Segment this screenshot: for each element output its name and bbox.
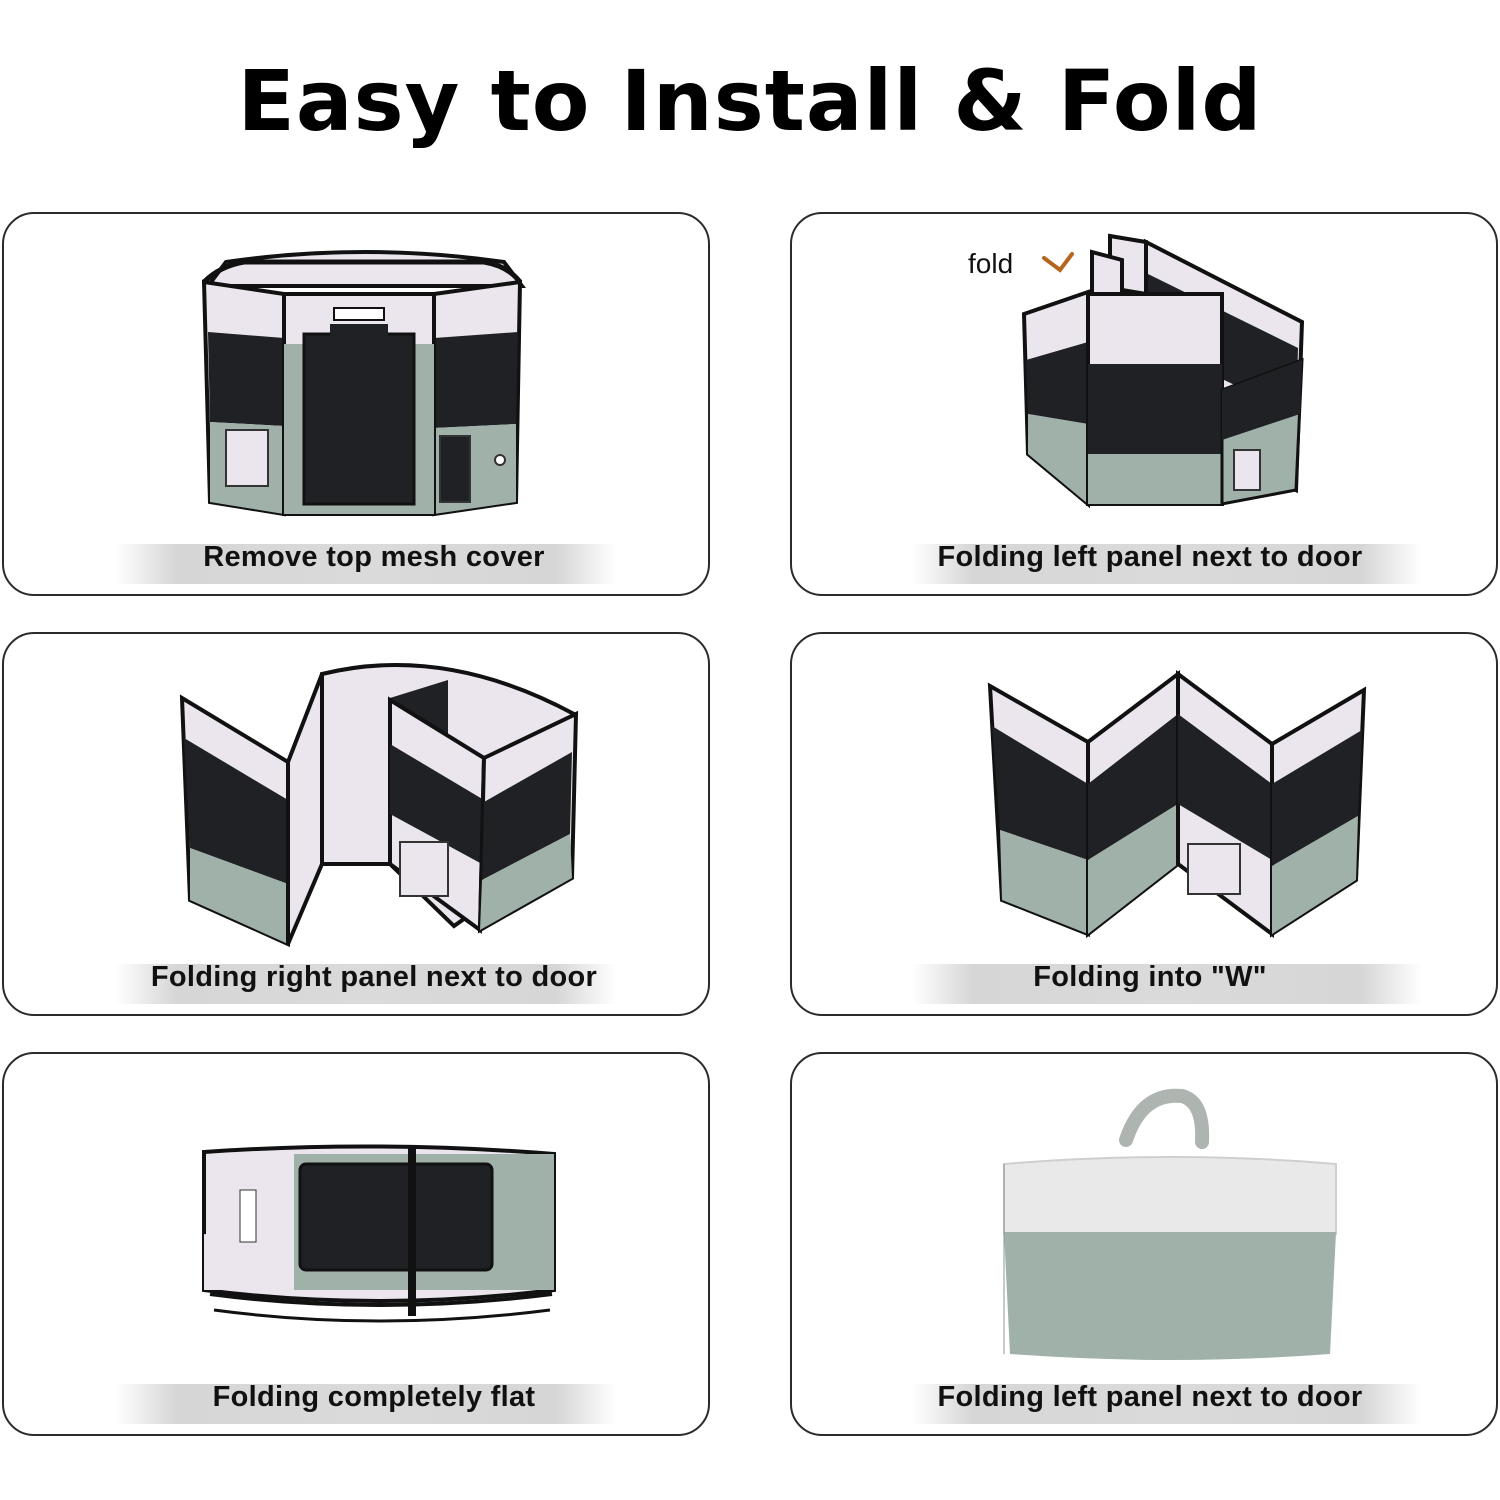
step-caption: Folding into "W" [1033, 961, 1267, 993]
playpen-flat-icon [202, 1144, 556, 1323]
step-card-1: Remove top mesh cover [2, 212, 710, 596]
step-card-5: Folding completely flat [2, 1052, 710, 1436]
playpen-fold-right-icon [179, 663, 579, 948]
caption-bar [912, 964, 1422, 1004]
playpen-fold-left-icon [1021, 233, 1305, 509]
playpen-open-icon [201, 250, 526, 517]
step-caption: Folding left panel next to door [937, 1381, 1363, 1413]
caption-bar [912, 544, 1422, 584]
caption-bar [912, 1384, 1422, 1424]
step-card-3: Folding right panel next to door [2, 632, 710, 1016]
step-caption: Folding completely flat [212, 1381, 536, 1413]
page-title: Easy to Install & Fold [237, 52, 1263, 150]
step-card-4: Folding into "W" [790, 632, 1498, 1016]
step-caption: Folding right panel next to door [150, 961, 598, 993]
fold-annotation: fold [968, 248, 1014, 279]
playpen-w-fold-icon [987, 669, 1367, 939]
caption-bar [116, 964, 616, 1004]
caption-bar [116, 544, 616, 584]
step-card-2: fold Folding left panel next to door [790, 212, 1498, 596]
step-card-6: Folding left panel next to door [790, 1052, 1498, 1436]
carry-bag-icon [1003, 1088, 1337, 1360]
caption-bar [116, 1384, 616, 1424]
step-caption: Folding left panel next to door [937, 541, 1363, 573]
step-caption: Remove top mesh cover [203, 541, 545, 573]
